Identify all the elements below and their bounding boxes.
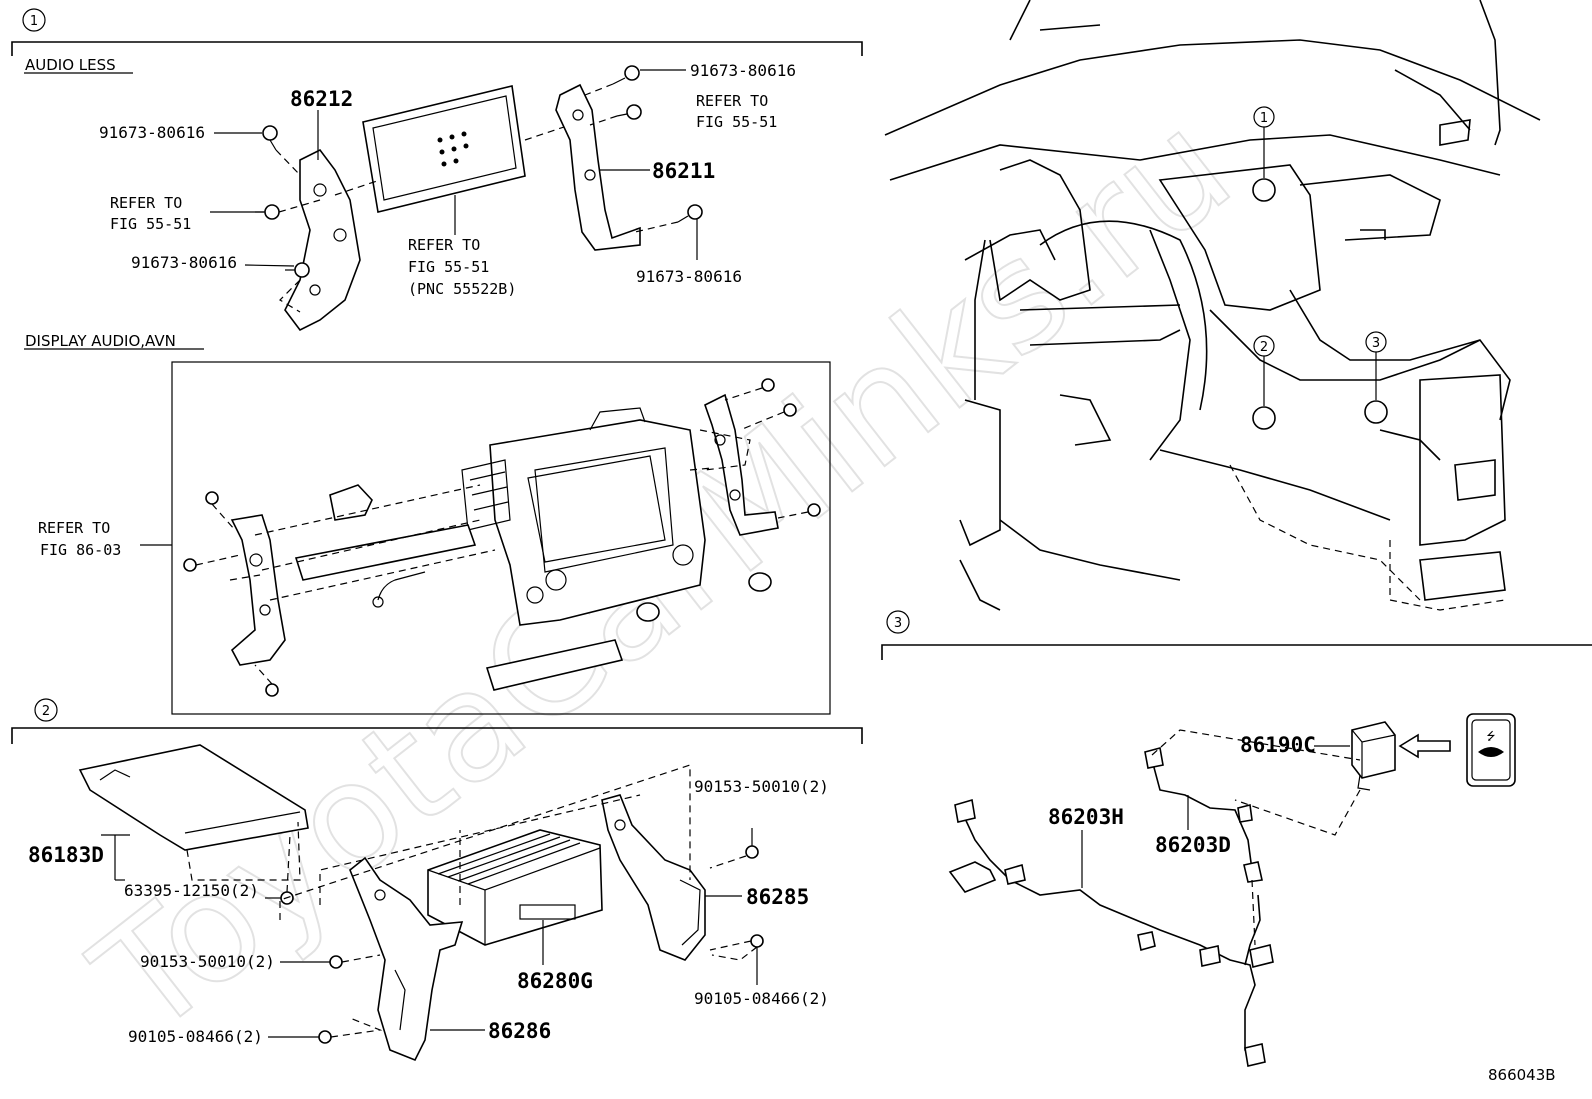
part-label-91673-80616[interactable]: 91673-80616 — [636, 267, 742, 286]
section-1: 1 AUDIO LESS — [11, 8, 863, 715]
part-label-86285[interactable]: 86285 — [746, 885, 809, 909]
location-marker-2[interactable]: 2 — [1252, 335, 1276, 430]
section-3-marker — [886, 610, 910, 634]
location-marker-number: 1 — [1260, 111, 1268, 126]
location-marker-3[interactable]: 3 — [1364, 331, 1388, 424]
display-audio-unit — [461, 407, 706, 626]
screw-icon — [616, 104, 642, 120]
avn-bracket-left — [230, 514, 286, 666]
location-marker-number: 2 — [1260, 340, 1268, 355]
part-label-63395-12150[interactable]: 63395-12150(2) — [124, 881, 259, 900]
blank-panel — [362, 85, 526, 213]
screw-icon — [183, 558, 197, 572]
knob-icon — [748, 572, 772, 592]
part-label-86190C[interactable]: 86190C — [1240, 733, 1316, 757]
wire-harness-86203H — [961, 811, 1256, 1061]
avn-bracket-right — [704, 393, 779, 536]
part-label-90105-08466[interactable]: 90105-08466(2) — [128, 1027, 263, 1046]
screw-icon — [761, 378, 775, 392]
wire-harness-86203D — [1151, 759, 1253, 871]
refer-label[interactable]: REFER TO — [38, 519, 110, 537]
usb-port-86190C — [1351, 721, 1396, 791]
part-label-86212[interactable]: 86212 — [290, 87, 353, 111]
part-label-91673-80616[interactable]: 91673-80616 — [131, 253, 237, 272]
refer-label[interactable]: FIG 55-51 — [696, 113, 777, 131]
vehicle-interior-view: 1 2 3 — [884, 0, 1541, 611]
refer-label[interactable]: FIG 86-03 — [40, 541, 121, 559]
screw-icon — [265, 683, 279, 697]
screw-icon — [677, 204, 703, 223]
section-2-marker — [34, 698, 58, 722]
screw-icon — [318, 1030, 332, 1044]
arrow-left-icon — [1398, 733, 1451, 759]
screw-icon — [262, 125, 278, 151]
bolt-icon — [329, 955, 343, 969]
section-2-number: 2 — [42, 704, 50, 719]
bracket-86285 — [601, 794, 706, 961]
screw-icon — [205, 491, 219, 505]
part-label-91673-80616[interactable]: 91673-80616 — [690, 61, 796, 80]
part-label-86211[interactable]: 86211 — [652, 159, 715, 183]
part-label-86203D[interactable]: 86203D — [1155, 833, 1231, 857]
figure-id: 866043B — [1488, 1066, 1556, 1084]
avn-clip — [329, 484, 373, 521]
bracket-86212 — [284, 148, 361, 332]
refer-label[interactable]: REFER TO — [696, 92, 768, 110]
refer-label[interactable]: REFER TO — [110, 194, 182, 212]
part-label-86286[interactable]: 86286 — [488, 1019, 551, 1043]
part-label-90153-50010[interactable]: 90153-50010(2) — [140, 952, 275, 971]
caption-display-audio: DISPLAY AUDIO,AVN — [25, 332, 176, 350]
usb-faceplate: ⭍ — [1466, 713, 1516, 787]
screw-icon — [750, 934, 764, 948]
amplifier-86280G — [427, 829, 603, 946]
section-3: 3 ⭍ — [881, 610, 1592, 1067]
part-label-86280G[interactable]: 86280G — [517, 969, 593, 993]
avn-box — [171, 361, 831, 715]
part-label-86183D[interactable]: 86183D — [28, 843, 104, 867]
location-marker-number: 3 — [1372, 336, 1380, 351]
screw-icon — [285, 262, 310, 278]
location-marker-1[interactable]: 1 — [1252, 106, 1276, 202]
bracket-86211 — [555, 83, 641, 251]
refer-label[interactable]: (PNC 55522B) — [408, 280, 516, 298]
caption-audio-less: AUDIO LESS — [25, 56, 116, 74]
screw-icon — [612, 65, 640, 85]
part-label-90153-50010[interactable]: 90153-50010(2) — [694, 777, 829, 796]
refer-label[interactable]: REFER TO — [408, 236, 480, 254]
screw-icon — [807, 503, 821, 517]
bracket-86286 — [349, 856, 464, 1062]
section-1-number: 1 — [30, 14, 38, 29]
section-3-number: 3 — [894, 616, 902, 631]
bolt-icon — [745, 828, 759, 859]
refer-label[interactable]: FIG 55-51 — [110, 215, 191, 233]
usb-icon: ⭍ — [1486, 730, 1495, 743]
avn-lower-bar — [485, 639, 624, 691]
avn-bar — [294, 524, 477, 581]
screw-icon — [783, 403, 797, 417]
cover-86183D — [78, 744, 309, 851]
section-2: 2 — [11, 698, 863, 1062]
part-label-91673-80616[interactable]: 91673-80616 — [99, 123, 205, 142]
refer-label[interactable]: FIG 55-51 — [408, 258, 489, 276]
knob-icon — [636, 602, 660, 622]
avn-cable — [377, 571, 426, 601]
part-label-86203H[interactable]: 86203H — [1048, 805, 1124, 829]
part-label-90105-08466[interactable]: 90105-08466(2) — [694, 989, 829, 1008]
section-1-marker — [22, 8, 46, 32]
